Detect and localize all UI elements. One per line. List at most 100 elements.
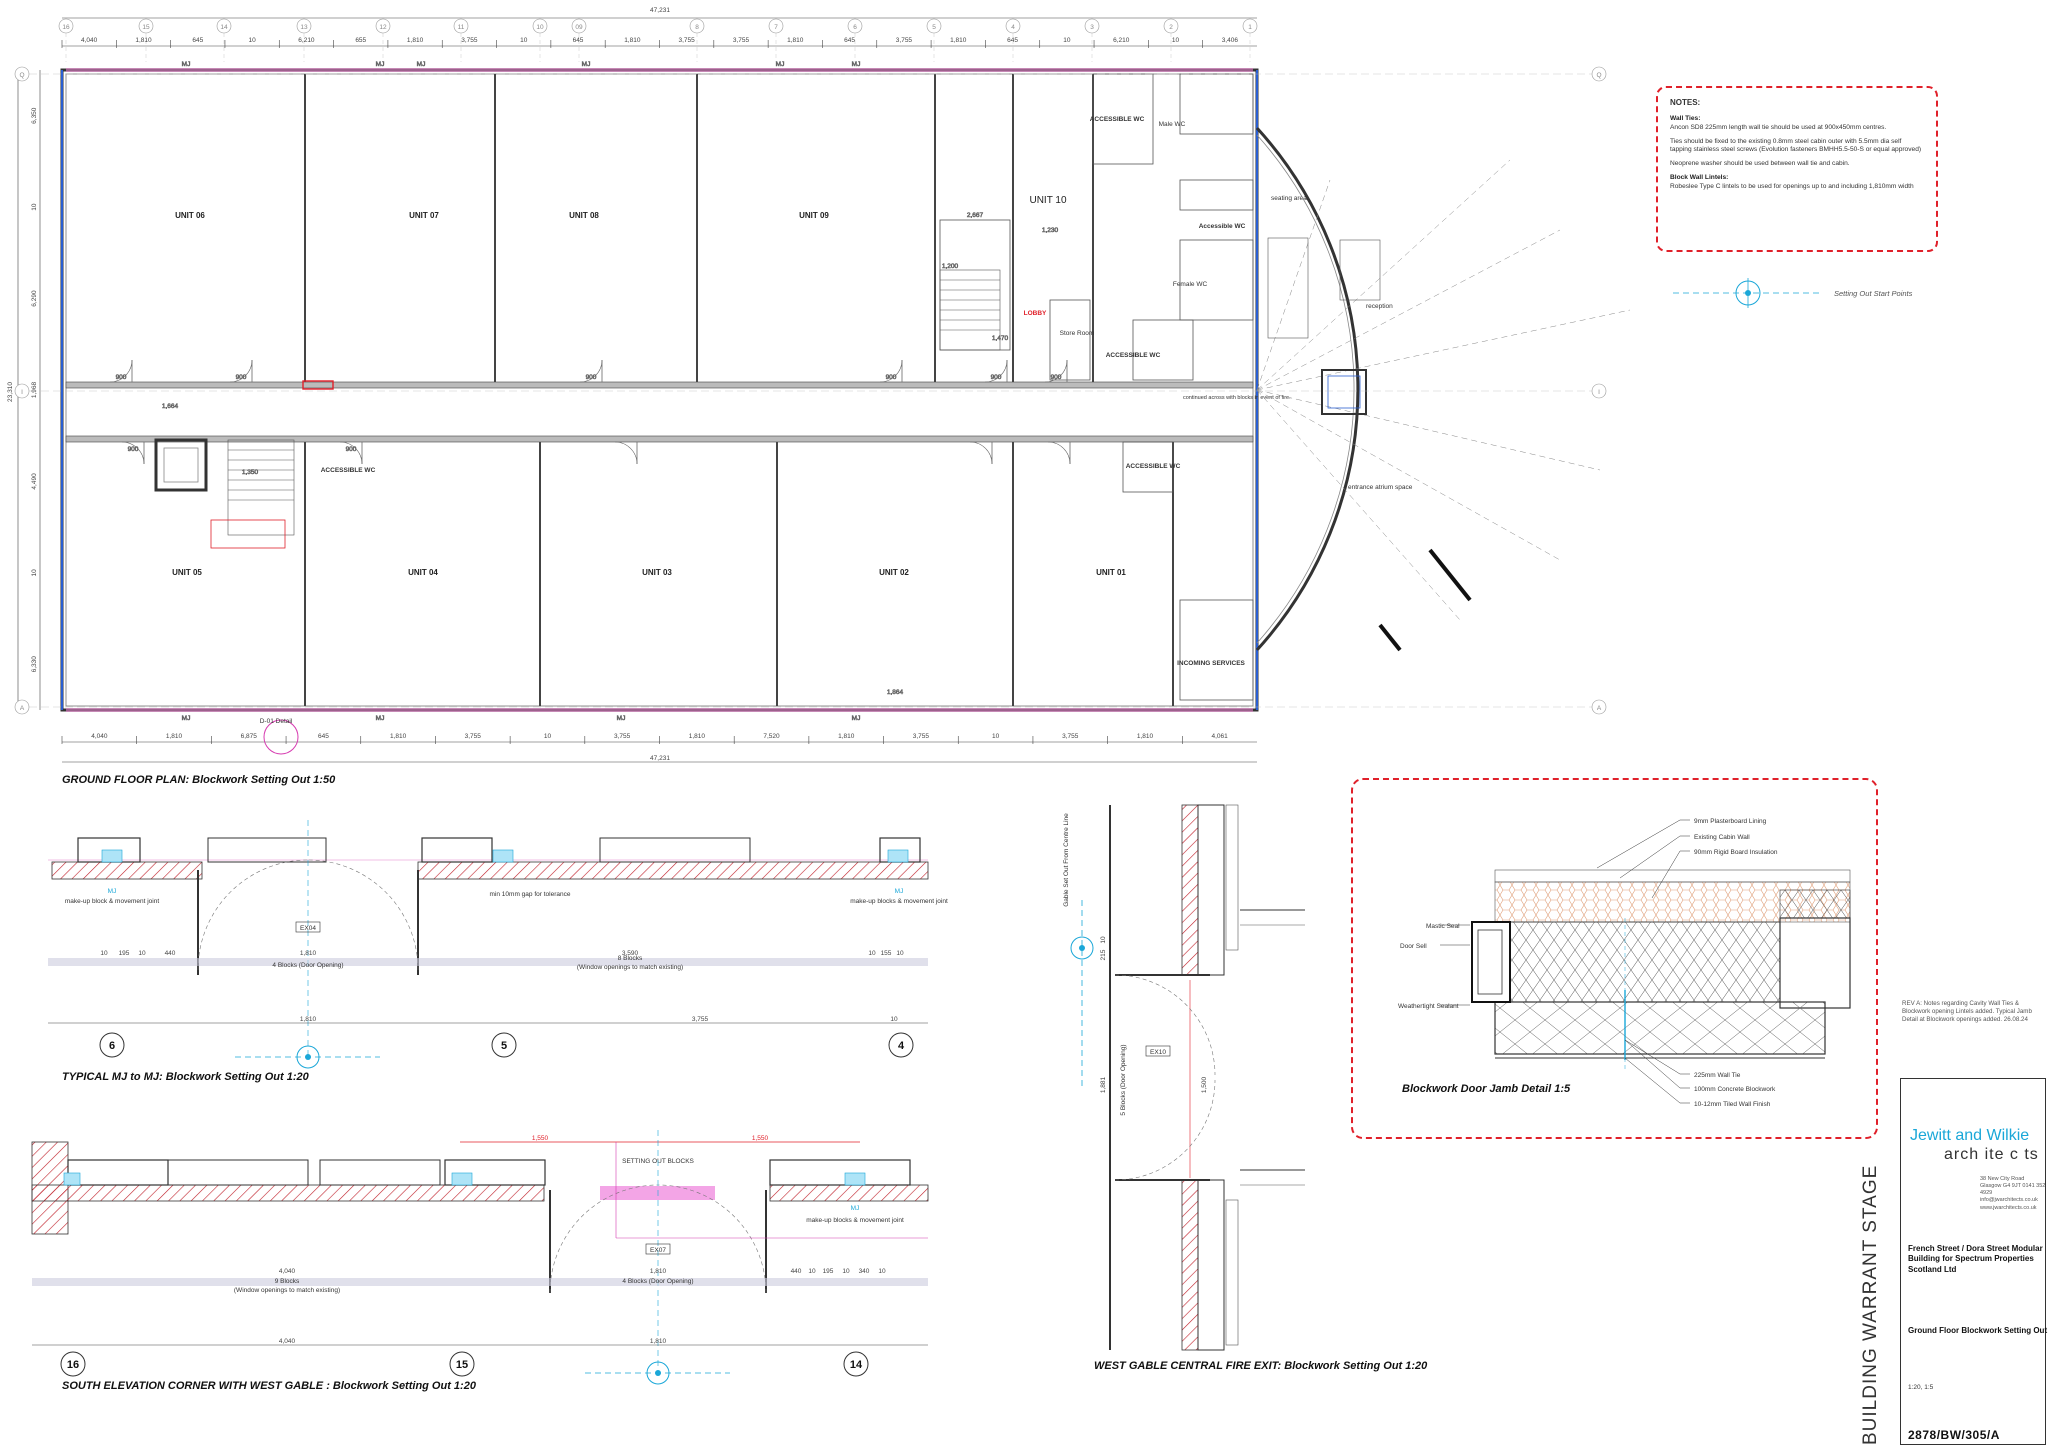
- top-dim-21: 3,406: [1222, 37, 1239, 44]
- top-dim-7: 3,755: [461, 37, 478, 44]
- misc-dim-6: 1,864: [887, 689, 904, 696]
- top-dim-12: 3,755: [733, 37, 750, 44]
- door-swing: [1047, 441, 1071, 465]
- bottom-dim-9: 7,520: [763, 733, 780, 740]
- atrium-curved-wall: [1255, 126, 1360, 652]
- south-top-dim-1: 1,550: [532, 1135, 549, 1142]
- mj-label-2: MJ: [895, 888, 904, 895]
- south-mj-note: make-up blocks & movement joint: [806, 1217, 904, 1224]
- south-blocks-window: 9 Blocks: [275, 1278, 300, 1285]
- top-dim-15: 3,755: [896, 37, 913, 44]
- door-dim-2: 900: [586, 374, 597, 381]
- side-dim-3: 1,968: [31, 381, 38, 398]
- side-dim-4: 4,490: [31, 473, 38, 490]
- gable-dim-1: 1,881: [1100, 1076, 1107, 1093]
- top-dim-0: 4,040: [81, 37, 98, 44]
- south-dim-2: 1,810: [650, 1338, 667, 1345]
- bottom-dim-4: 1,810: [390, 733, 407, 740]
- mj-grid-5: 5: [501, 1040, 507, 1052]
- mj-small-dim-6: 10: [868, 950, 876, 957]
- top-dim-10: 1,810: [624, 37, 641, 44]
- room-male-wc: Male WC: [1159, 121, 1186, 128]
- bottom-dim-2: 6,875: [241, 733, 258, 740]
- grid-label-16: 16: [62, 24, 70, 31]
- notes-wall-ties-2: Ties should be fixed to the existing 0.8…: [1670, 137, 1922, 154]
- grid-label-15: 15: [142, 24, 150, 31]
- top-dim-9: 645: [573, 37, 584, 44]
- room-store: Store Room: [1060, 330, 1095, 337]
- ground-floor-caption: GROUND FLOOR PLAN: Blockwork Setting Out…: [62, 774, 336, 786]
- mj-small-dim-0: 10: [100, 950, 108, 957]
- mj-small-dim-2: 10: [138, 950, 146, 957]
- mj-dim-2: 3,755: [692, 1016, 709, 1023]
- top-dim-20: 10: [1172, 37, 1180, 44]
- jamb-label-tiled: 10-12mm Tiled Wall Finish: [1694, 1101, 1771, 1108]
- side-dim-0: 6,350: [31, 107, 38, 124]
- south-small-dim-2: 195: [823, 1268, 834, 1275]
- gable-dim-4: 10: [1100, 936, 1107, 944]
- top-dim-3: 10: [248, 37, 256, 44]
- mj-setting-out-arrow: [235, 1045, 380, 1069]
- drawing-title: Ground Floor Blockwork Setting Out: [1908, 1326, 2048, 1335]
- mj-dim-1: 1,810: [300, 1016, 317, 1023]
- room-accessible-wc-5: ACCESSIBLE WC: [1126, 463, 1181, 470]
- mj-small-dim-7: 155: [881, 950, 892, 957]
- project-name: French Street / Dora Street Modular Buil…: [1908, 1244, 2043, 1274]
- mj-marker-top-4: MJ: [776, 61, 785, 68]
- top-dim-17: 645: [1007, 37, 1018, 44]
- south-small-dim-4: 340: [859, 1268, 870, 1275]
- mj-marker-bottom-2: MJ: [617, 715, 626, 722]
- notes-wall-ties-3: Neoprene washer should be used between w…: [1670, 160, 1850, 168]
- gable-dim-3: 215: [1100, 949, 1107, 960]
- unit-06-label: UNIT 06: [175, 211, 205, 220]
- jamb-label-wall-tie: 225mm Wall Tie: [1694, 1072, 1741, 1079]
- south-mj-label: MJ: [851, 1205, 860, 1212]
- firm-subtitle: arch ite c ts: [1944, 1146, 2039, 1163]
- bottom-dim-15: 4,061: [1212, 733, 1229, 740]
- mj-blocks-window: 8 Blocks: [618, 955, 643, 962]
- mj-marker-bottom-3: MJ: [852, 715, 861, 722]
- typical-mj-detail: 6 5 4 1,810 3,755 10 MJ make-up block & …: [48, 820, 948, 1069]
- grid-label-8: 8: [695, 24, 699, 31]
- jamb-label-sealant: Weathertight Sealant: [1398, 1003, 1459, 1010]
- door-jamb-detail: 9mm Plasterboard Lining Existing Cabin W…: [1398, 818, 1851, 1108]
- side-dim-2: 6,290: [31, 290, 38, 307]
- grid-label-6: 6: [853, 24, 857, 31]
- grid-label-4: 4: [1011, 24, 1015, 31]
- bottom-dim-13: 3,755: [1062, 733, 1079, 740]
- south-small-dim-1: 10: [808, 1268, 816, 1275]
- gable-ex10-tag: EX10: [1150, 1049, 1166, 1056]
- grid-label-09: 09: [575, 24, 583, 31]
- unit-05-label: UNIT 05: [172, 568, 202, 577]
- mj-marker-top-3: MJ: [582, 61, 591, 68]
- mj-label-1: MJ: [108, 888, 117, 895]
- unit-04-label: UNIT 04: [408, 568, 438, 577]
- unit-01-label: UNIT 01: [1096, 568, 1126, 577]
- jamb-label-mastic: Mastic Seal: [1426, 923, 1460, 930]
- grid-label-13: 13: [300, 24, 308, 31]
- mj-marker-bottom-0: MJ: [182, 715, 191, 722]
- note-continued-across: continued across with blocks in event of…: [1183, 395, 1291, 401]
- overall-dimension: 47,231: [650, 7, 670, 14]
- misc-dim-1: 1,664: [162, 403, 179, 410]
- top-dim-19: 6,210: [1113, 37, 1130, 44]
- unit-03-label: UNIT 03: [642, 568, 672, 577]
- grid-label-11: 11: [458, 24, 465, 31]
- mj-dim-3: 10: [890, 1016, 898, 1023]
- gable-dim-2: 1,500: [1201, 1076, 1208, 1093]
- jamb-label-plasterboard: 9mm Plasterboard Lining: [1694, 818, 1767, 825]
- jamb-detail-caption: Blockwork Door Jamb Detail 1:5: [1402, 1083, 1571, 1095]
- west-gable-detail: Gable Set Out From Centre Line 5 Blocks …: [1063, 804, 1305, 1351]
- south-blocks-window-note: (Window openings to match existing): [234, 1287, 340, 1294]
- door-dim-5: 900: [1051, 374, 1062, 381]
- south-grid-16: 16: [67, 1359, 79, 1371]
- room-female-wc: Female WC: [1173, 281, 1208, 288]
- firm-name: Jewitt and Wilkie: [1910, 1127, 2030, 1144]
- door-dim-3: 900: [886, 374, 897, 381]
- overall-side-dimension: 23,310: [7, 382, 14, 402]
- mj-marker-top-2: MJ: [417, 61, 426, 68]
- south-top-dim-2: 1,550: [752, 1135, 769, 1142]
- grid-q-right: Q: [1596, 72, 1601, 79]
